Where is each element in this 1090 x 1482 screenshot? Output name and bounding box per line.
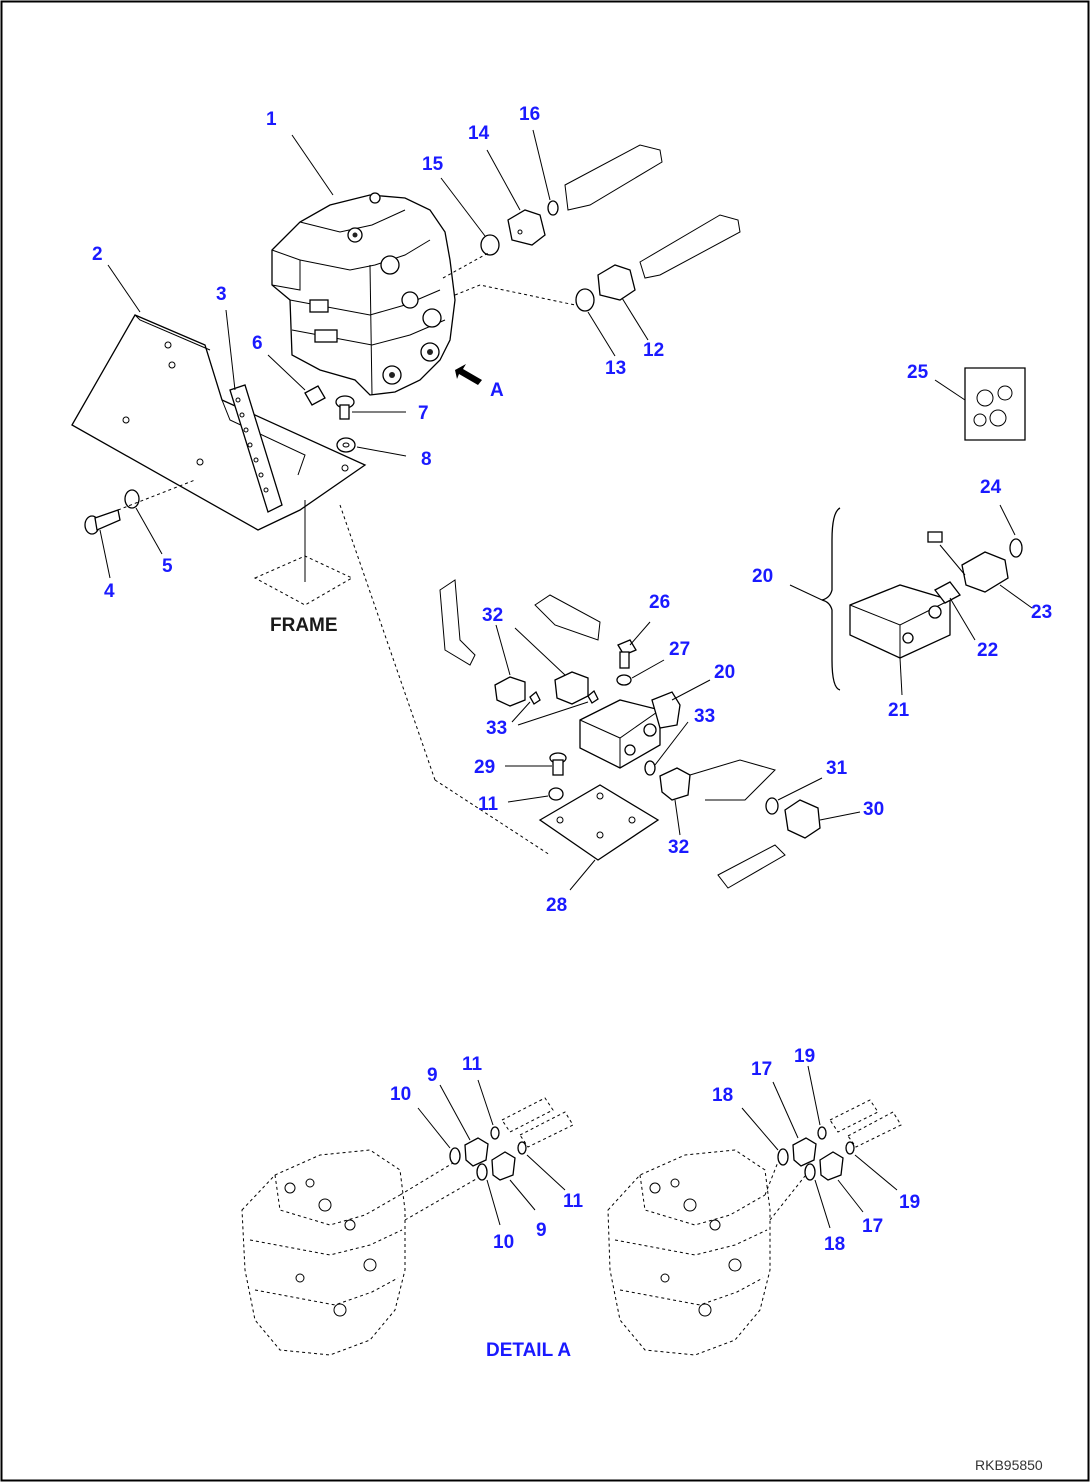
callout-20: 20 xyxy=(714,662,735,683)
bolt-part-29 xyxy=(549,752,567,776)
callout-11-top: 11 xyxy=(462,1054,483,1075)
decal-part-25 xyxy=(964,367,1026,441)
callout-5: 5 xyxy=(162,556,173,577)
fitting-part-14 xyxy=(507,209,546,246)
o-ring-part-16 xyxy=(547,200,559,216)
callout-6: 6 xyxy=(252,333,263,354)
o-ring-part-11b xyxy=(490,1126,500,1140)
solenoid-valve-part-20 xyxy=(579,691,681,769)
callout-17-top: 17 xyxy=(751,1059,772,1080)
callout-18-top: 18 xyxy=(712,1085,733,1106)
callout-23: 23 xyxy=(1031,602,1052,623)
callout-9-top: 9 xyxy=(427,1065,438,1086)
callout-21: 21 xyxy=(888,700,910,721)
callout-15: 15 xyxy=(422,154,444,175)
callout-17-bottom: 17 xyxy=(862,1216,883,1237)
o-ring-part-19b xyxy=(845,1141,855,1155)
callout-33-right: 33 xyxy=(694,706,715,727)
callout-8: 8 xyxy=(421,449,432,470)
fitting-part-12 xyxy=(597,264,636,301)
drawing-code: RKB95850 xyxy=(975,1457,1043,1473)
fitting-part-17a xyxy=(792,1137,817,1167)
bracket-part-2 xyxy=(71,314,367,531)
spacer-part-6 xyxy=(304,385,326,406)
callout-19-bottom: 19 xyxy=(899,1192,920,1213)
callout-12: 12 xyxy=(643,340,664,361)
callout-16: 16 xyxy=(519,104,540,125)
washer-part-11 xyxy=(548,787,564,801)
detail-a-label: DETAIL A xyxy=(486,1340,571,1361)
control-valve-part-1 xyxy=(271,192,456,396)
valve-body-part-21 xyxy=(849,584,951,659)
view-arrow-label: A xyxy=(490,380,504,401)
o-ring-part-10b xyxy=(476,1163,488,1181)
callout-14: 14 xyxy=(468,123,490,144)
callout-11: 11 xyxy=(478,794,499,815)
callout-20-group: 20 xyxy=(752,566,773,587)
o-ring-part-15 xyxy=(480,234,500,256)
callout-4: 4 xyxy=(104,581,115,602)
mount-plate-part-28 xyxy=(538,784,660,861)
callout-18-bottom: 18 xyxy=(824,1234,845,1255)
o-ring-part-33a xyxy=(529,690,541,705)
callout-3: 3 xyxy=(216,284,227,305)
callout-10-top: 10 xyxy=(390,1084,411,1105)
callout-13: 13 xyxy=(605,358,626,379)
washer-part-8 xyxy=(336,437,356,453)
o-ring-part-19a xyxy=(817,1126,827,1140)
callout-2: 2 xyxy=(92,244,103,265)
fitting-part-17b xyxy=(819,1151,844,1181)
callout-25: 25 xyxy=(907,362,929,383)
o-ring-part-18b xyxy=(804,1163,816,1181)
fitting-part-30 xyxy=(784,799,821,839)
callout-27: 27 xyxy=(669,639,690,660)
fitting-part-32a xyxy=(494,676,526,707)
o-ring-part-33b xyxy=(587,689,599,704)
o-ring-part-33c xyxy=(644,760,656,776)
washer-part-5 xyxy=(124,489,140,509)
callout-1: 1 xyxy=(266,109,277,130)
callout-32-top: 32 xyxy=(482,605,503,626)
callout-9-bottom: 9 xyxy=(536,1220,547,1241)
callout-29: 29 xyxy=(474,757,495,778)
callout-24: 24 xyxy=(980,477,1002,498)
brace xyxy=(821,507,841,691)
callout-31: 31 xyxy=(826,758,848,779)
callout-26: 26 xyxy=(649,592,670,613)
detail-valve-right xyxy=(607,1149,771,1356)
o-ring-part-10a xyxy=(449,1147,461,1165)
plate-part-3 xyxy=(229,384,283,513)
o-ring-part-11c xyxy=(517,1141,527,1155)
coil-part-23 xyxy=(927,531,1009,593)
callout-22: 22 xyxy=(977,640,998,661)
callout-28: 28 xyxy=(546,895,567,916)
view-arrow-icon xyxy=(455,364,482,385)
callout-19-top: 19 xyxy=(794,1046,815,1067)
fitting-part-32b xyxy=(554,671,589,705)
frame-label: FRAME xyxy=(270,615,338,636)
callout-11-bottom: 11 xyxy=(563,1191,584,1212)
fitting-part-32c xyxy=(659,767,691,801)
callout-32-bottom: 32 xyxy=(668,837,689,858)
bolt-part-26 xyxy=(617,639,637,669)
o-ring-part-13 xyxy=(575,288,595,312)
callout-10-bottom: 10 xyxy=(493,1232,514,1253)
o-ring-part-18a xyxy=(777,1148,789,1166)
o-ring-part-31 xyxy=(765,797,779,815)
fitting-part-9a xyxy=(464,1137,489,1167)
callout-30: 30 xyxy=(863,799,884,820)
fitting-part-9b xyxy=(491,1151,516,1181)
detail-valve-left xyxy=(241,1149,406,1356)
bolt-part-4 xyxy=(84,509,121,535)
nut-part-24 xyxy=(1009,538,1023,558)
bolt-part-7 xyxy=(335,395,355,420)
solenoid-part-22 xyxy=(934,581,961,604)
callout-7: 7 xyxy=(418,403,429,424)
callout-33-left: 33 xyxy=(486,718,507,739)
washer-part-27 xyxy=(616,674,632,686)
